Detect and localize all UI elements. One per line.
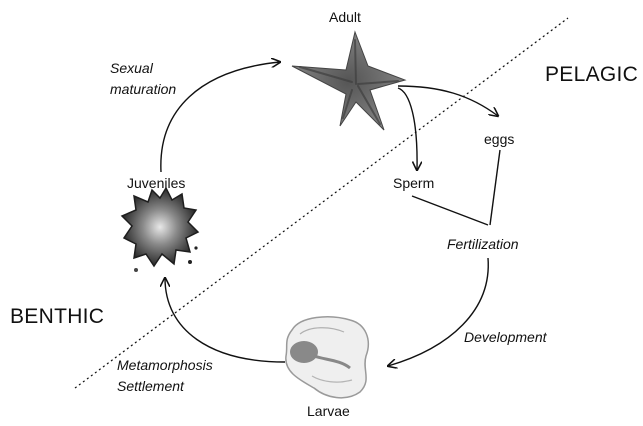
sexual-maturation-label-line1: Sexual	[110, 61, 153, 75]
juveniles-label: Juveniles	[127, 176, 185, 190]
metamorphosis-label: Metamorphosis	[117, 358, 213, 372]
fertilization-line-eggs	[490, 150, 500, 225]
settlement-label: Settlement	[117, 379, 184, 393]
arrow-sexual-maturation	[161, 62, 280, 172]
adult-starfish-image	[292, 32, 405, 130]
fertilization-line-sperm	[412, 196, 488, 225]
fertilization-label: Fertilization	[447, 237, 519, 251]
benthic-zone-label: BENTHIC	[10, 306, 104, 327]
sexual-maturation-label-line2: maturation	[110, 82, 176, 96]
eggs-label: eggs	[484, 132, 514, 146]
development-label: Development	[464, 330, 547, 344]
arrow-development	[388, 258, 488, 366]
larvae-label: Larvae	[307, 404, 350, 418]
juvenile-image	[122, 188, 198, 272]
pelagic-zone-label: PELAGIC	[545, 64, 638, 85]
larva-image	[286, 317, 368, 398]
adult-label: Adult	[329, 10, 361, 24]
arrow-adult-to-sperm	[398, 88, 417, 170]
sperm-label: Sperm	[393, 176, 434, 190]
arrow-metamorphosis	[165, 278, 285, 362]
